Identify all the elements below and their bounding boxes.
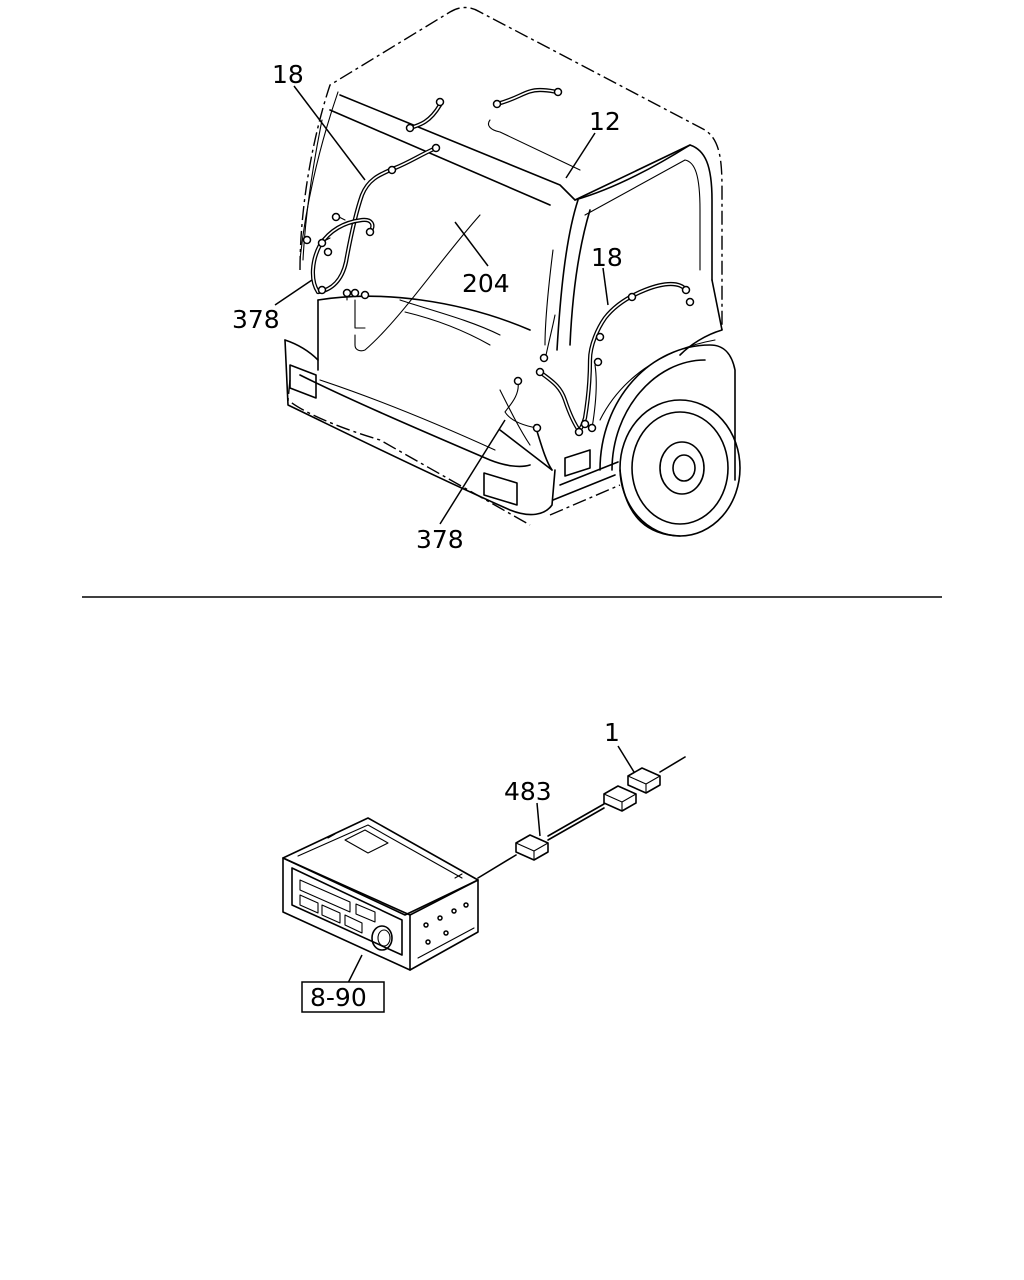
callout-antenna-cable: 1: [604, 718, 620, 747]
callout-extension-cable: 483: [504, 777, 552, 806]
truck-cab-illustration: [284, 6, 741, 537]
callout-connector-lower: 378: [416, 525, 464, 554]
top-leader-lines: [274, 85, 609, 525]
antenna-cable-illustration: [515, 756, 686, 861]
callout-harness-dash: 204: [462, 269, 510, 298]
bottom-leader-lines: [347, 745, 635, 984]
callout-harness-left: 18: [272, 60, 304, 89]
callout-harness-roof: 12: [589, 107, 621, 136]
wiring-harness-drawing: [310, 87, 689, 435]
callout-radio-ref: 8-90: [310, 983, 367, 1012]
radio-ref-box: [301, 981, 385, 1013]
callout-connector-left: 378: [232, 305, 280, 334]
radio-unit-illustration: [282, 817, 517, 971]
harness-connectors: [302, 87, 695, 437]
callout-harness-right: 18: [591, 243, 623, 272]
